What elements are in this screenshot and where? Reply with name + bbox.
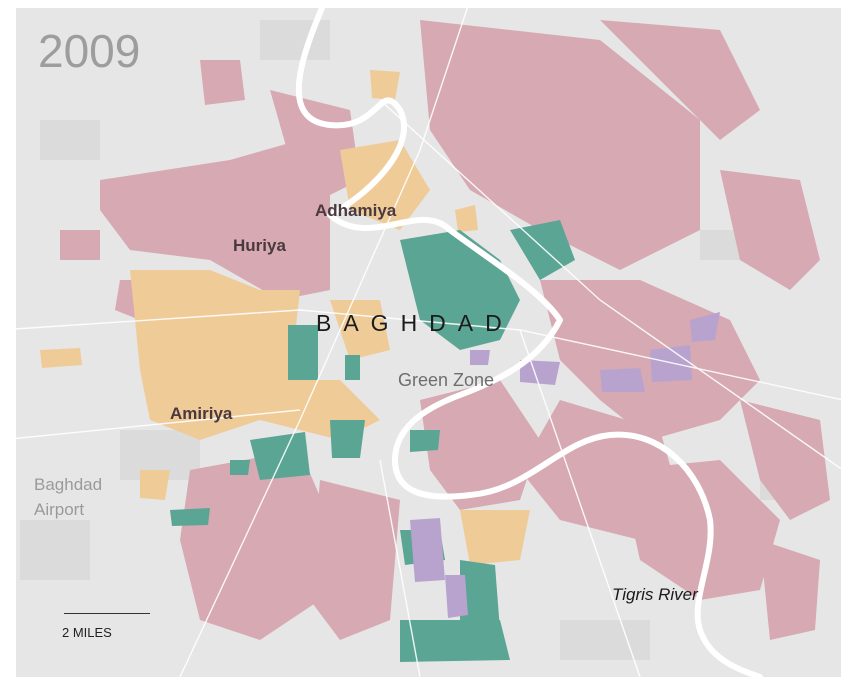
shia-areas: [60, 20, 830, 640]
city-label: BAGHDAD: [316, 310, 514, 336]
river-label: Tigris River: [612, 585, 698, 604]
tigris-river: [295, 5, 763, 677]
scale-bar-label: 2 MILES: [62, 625, 112, 640]
mixed-areas: [170, 220, 575, 662]
airport-label: Baghdad Airport: [34, 472, 102, 522]
neighborhood-label-adhamiya: Adhamiya: [315, 201, 397, 220]
green-zone-label: Green Zone: [398, 370, 495, 390]
airport-label-line2: Airport: [34, 500, 85, 519]
christian-areas: [410, 312, 720, 618]
airport-label-line1: Baghdad: [34, 475, 103, 494]
scale-bar-line: [64, 613, 150, 614]
year-label: 2009: [38, 25, 141, 77]
neighborhood-label-amiriya: Amiriya: [170, 404, 233, 423]
neighborhood-label-huriya: Huriya: [233, 236, 286, 255]
